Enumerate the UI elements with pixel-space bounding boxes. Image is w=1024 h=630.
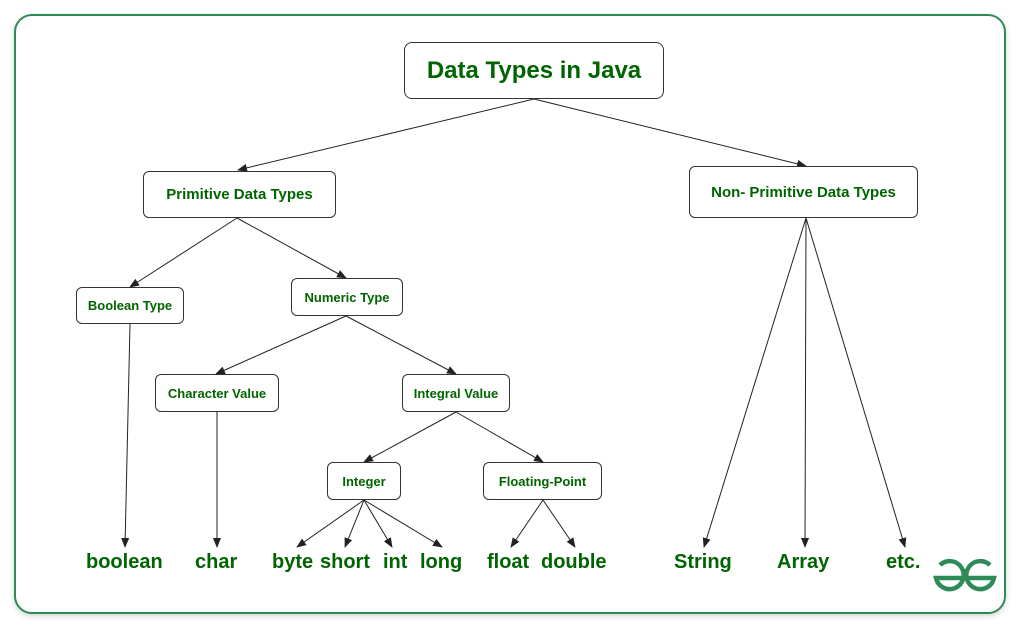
leaf-long: long: [420, 551, 463, 573]
edge-integer-byte: [296, 499, 365, 548]
node-character-value: Character Value: [155, 374, 279, 412]
edge-integral-floating: [455, 411, 544, 463]
edge-boolean-leaf: [121, 323, 131, 548]
geeksforgeeks-logo-icon: [933, 558, 997, 592]
leaf-boolean: boolean: [86, 551, 163, 573]
edge-integral-integer: [363, 411, 457, 463]
edge-primitive-numeric: [236, 217, 347, 279]
leaf-etc: etc.: [886, 551, 921, 573]
edge-integer-long: [363, 499, 443, 548]
edge-floating-double: [542, 499, 576, 548]
edge-integer-short: [344, 499, 365, 548]
edge-numeric-character: [215, 315, 347, 375]
leaf-char: char: [195, 551, 238, 573]
diagram-title: Data Types in Java: [404, 42, 664, 99]
node-primitive-data-types: Primitive Data Types: [143, 171, 336, 218]
edge-primitive-boolean: [129, 217, 238, 288]
edge-floating-float: [510, 499, 544, 548]
leaf-float: float: [487, 551, 530, 573]
edge-nonprimitive-etc: [805, 217, 907, 548]
node-floating-point: Floating-Point: [483, 462, 602, 500]
node-non-primitive-data-types: Non- Primitive Data Types: [689, 166, 918, 218]
edge-nonprimitive-string: [702, 217, 807, 548]
edge-title-nonprimitive: [533, 98, 807, 168]
leaf-array: Array: [777, 551, 830, 573]
node-numeric-type: Numeric Type: [291, 278, 403, 316]
edge-nonprimitive-array: [801, 217, 810, 548]
edge-title-primitive: [237, 98, 535, 172]
leaf-short: short: [320, 551, 370, 573]
node-integral-value: Integral Value: [402, 374, 510, 412]
node-integer: Integer: [327, 462, 401, 500]
leaf-byte: byte: [272, 551, 314, 573]
leaf-double: double: [541, 551, 607, 573]
node-boolean-type: Boolean Type: [76, 287, 184, 324]
edge-numeric-integral: [345, 315, 457, 375]
leaf-string: String: [674, 551, 732, 573]
leaf-int: int: [383, 551, 408, 573]
edge-integer-int: [363, 499, 393, 548]
